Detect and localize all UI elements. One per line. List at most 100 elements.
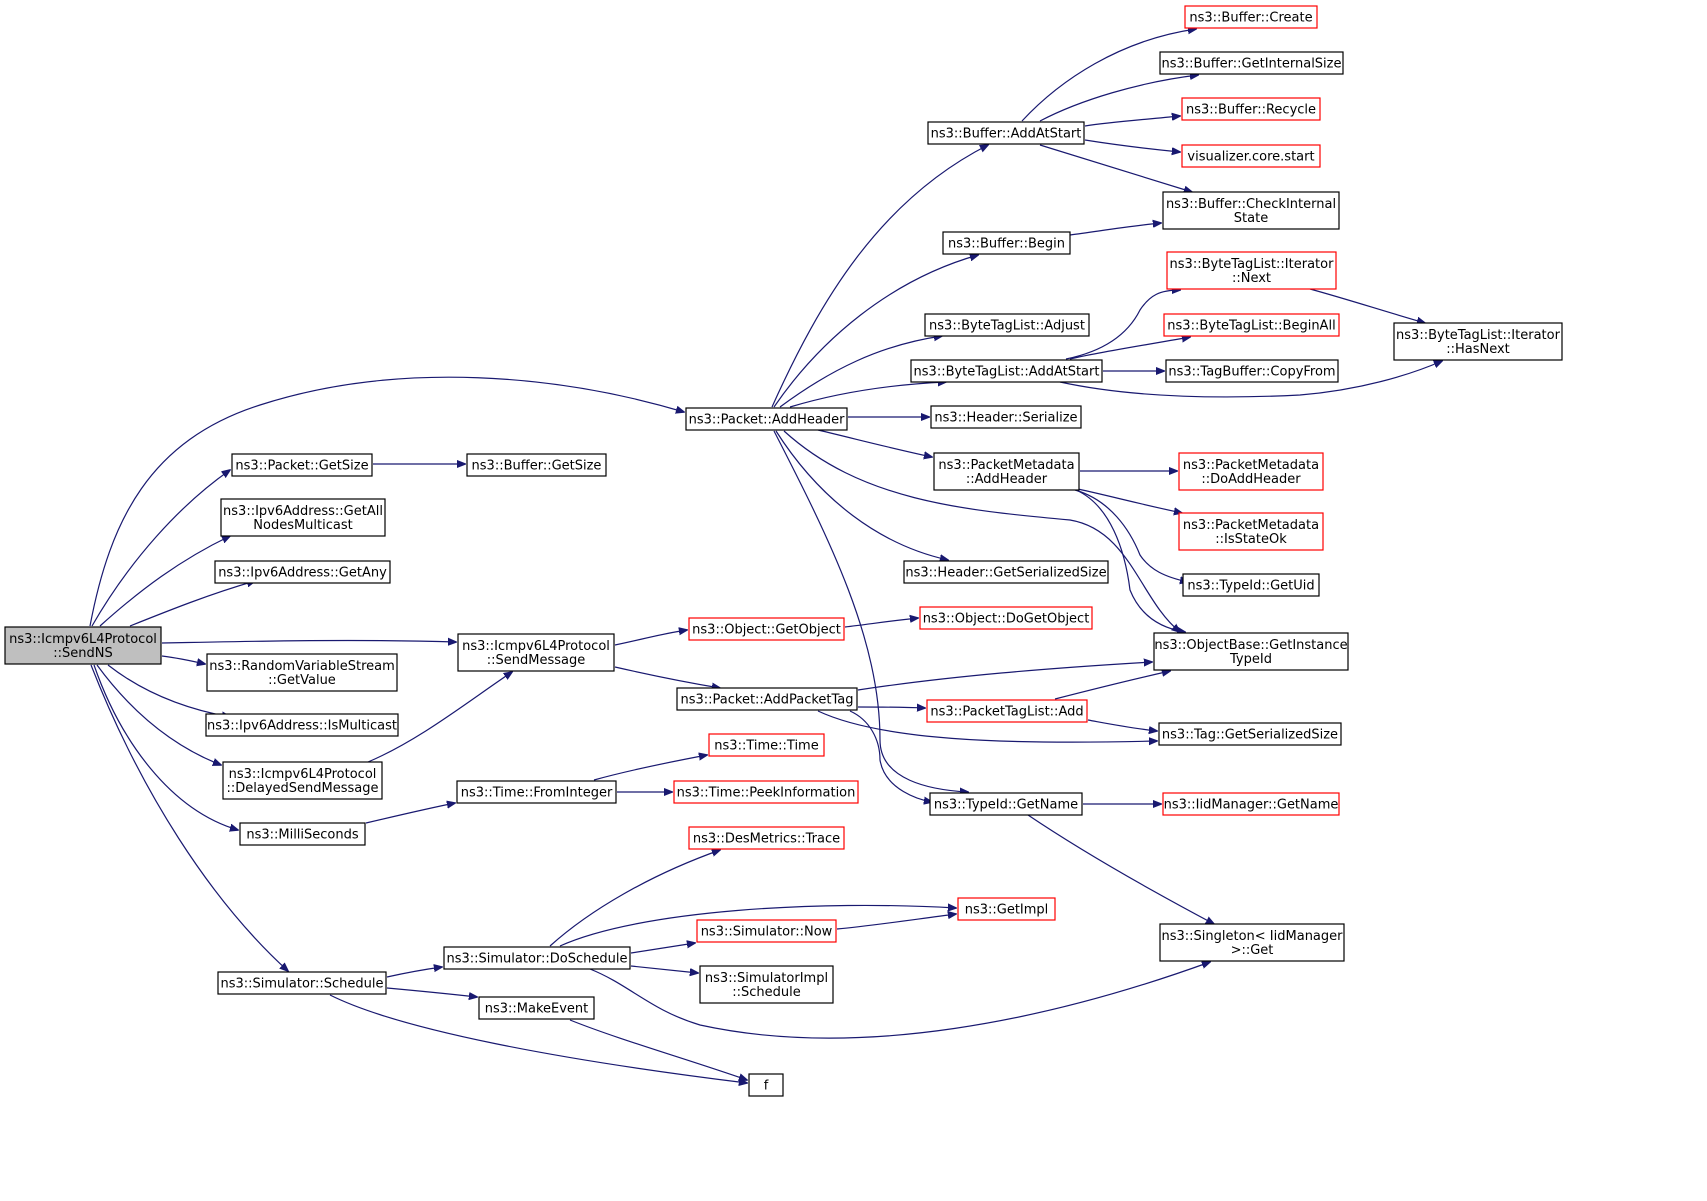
node-root[interactable]: ns3::Icmpv6L4Protocol::SendNS [4, 626, 162, 665]
node-box[interactable] [673, 780, 859, 804]
node-box[interactable] [930, 405, 1082, 429]
node-typeid-getuid[interactable]: ns3::TypeId::GetUid [1182, 573, 1320, 597]
node-iid-getname[interactable]: ns3::IidManager::GetName [1162, 792, 1340, 816]
node-sim-now[interactable]: ns3::Simulator::Now [696, 919, 837, 943]
node-box[interactable] [231, 453, 373, 477]
node-btl-iter-next[interactable]: ns3::ByteTagList::Iterator::Next [1166, 251, 1337, 290]
node-box[interactable] [685, 407, 848, 431]
node-box[interactable] [220, 498, 386, 537]
node-simimpl-schedule[interactable]: ns3::SimulatorImpl::Schedule [699, 965, 834, 1004]
node-buf-internalsize[interactable]: ns3::Buffer::GetInternalSize [1159, 51, 1344, 75]
node-box[interactable] [4, 626, 162, 665]
node-tag-getsersize[interactable]: ns3::Tag::GetSerializedSize [1158, 722, 1342, 746]
node-box[interactable] [1159, 923, 1345, 962]
node-time-frominteger[interactable]: ns3::Time::FromInteger [456, 780, 617, 804]
node-pm-doaddheader[interactable]: ns3::PacketMetadata::DoAddHeader [1178, 452, 1324, 491]
node-typeid-getname[interactable]: ns3::TypeId::GetName [929, 792, 1083, 816]
node-box[interactable] [1181, 144, 1321, 168]
node-buf-begin[interactable]: ns3::Buffer::Begin [942, 231, 1071, 255]
node-milliseconds[interactable]: ns3::MilliSeconds [239, 822, 366, 846]
node-getimpl[interactable]: ns3::GetImpl [957, 897, 1056, 921]
node-box[interactable] [699, 965, 834, 1004]
node-box[interactable] [676, 687, 858, 711]
node-box[interactable] [1162, 191, 1340, 230]
node-ptl-add[interactable]: ns3::PacketTagList::Add [926, 699, 1088, 723]
node-box[interactable] [443, 946, 631, 970]
node-btl-addatstart[interactable]: ns3::ByteTagList::AddAtStart [910, 359, 1103, 383]
node-sim-doschedule[interactable]: ns3::Simulator::DoSchedule [443, 946, 631, 970]
node-box[interactable] [919, 606, 1093, 630]
node-obj-getobject[interactable]: ns3::Object::GetObject [688, 617, 845, 641]
node-box[interactable] [1178, 512, 1324, 551]
node-box[interactable] [933, 452, 1080, 491]
node-pm-addheader[interactable]: ns3::PacketMetadata::AddHeader [933, 452, 1080, 491]
node-f[interactable]: f [748, 1073, 784, 1097]
node-box[interactable] [1182, 573, 1320, 597]
node-box[interactable] [910, 359, 1103, 383]
node-btl-beginall[interactable]: ns3::ByteTagList::BeginAll [1163, 313, 1340, 337]
node-box[interactable] [942, 231, 1071, 255]
node-box[interactable] [1163, 313, 1340, 337]
node-tagbuf-copyfrom[interactable]: ns3::TagBuffer::CopyFrom [1165, 359, 1339, 383]
node-obj-dogetobject[interactable]: ns3::Object::DoGetObject [919, 606, 1093, 630]
node-box[interactable] [205, 713, 399, 737]
node-box[interactable] [929, 792, 1083, 816]
node-box[interactable] [1165, 359, 1339, 383]
node-box[interactable] [927, 121, 1085, 145]
node-box[interactable] [214, 560, 391, 584]
node-box[interactable] [1162, 792, 1340, 816]
node-box[interactable] [1158, 722, 1342, 746]
node-box[interactable] [478, 996, 595, 1020]
node-box[interactable] [924, 313, 1090, 337]
node-box[interactable] [688, 826, 845, 850]
node-btl-iter-hasnext[interactable]: ns3::ByteTagList::Iterator::HasNext [1393, 322, 1563, 361]
node-time-peekinfo[interactable]: ns3::Time::PeekInformation [673, 780, 859, 804]
node-box[interactable] [1181, 97, 1321, 121]
node-box[interactable] [206, 653, 398, 692]
node-box[interactable] [457, 633, 615, 672]
node-time-time[interactable]: ns3::Time::Time [708, 733, 825, 757]
node-sim-schedule[interactable]: ns3::Simulator::Schedule [217, 971, 387, 995]
node-box[interactable] [748, 1073, 784, 1097]
node-box[interactable] [1159, 51, 1344, 75]
node-box[interactable] [456, 780, 617, 804]
node-pkt-getsize[interactable]: ns3::Packet::GetSize [231, 453, 373, 477]
node-pm-isstateok[interactable]: ns3::PacketMetadata::IsStateOk [1178, 512, 1324, 551]
node-singleton-get[interactable]: ns3::Singleton< IidManager>::Get [1159, 923, 1345, 962]
node-box[interactable] [688, 617, 845, 641]
node-desmetrics-trace[interactable]: ns3::DesMetrics::Trace [688, 826, 845, 850]
node-buf-create[interactable]: ns3::Buffer::Create [1184, 5, 1318, 29]
node-buf-getsize[interactable]: ns3::Buffer::GetSize [466, 453, 607, 477]
node-ipv6-getany[interactable]: ns3::Ipv6Address::GetAny [214, 560, 391, 584]
node-box[interactable] [957, 897, 1056, 921]
node-box[interactable] [217, 971, 387, 995]
node-icmp-sendmsg[interactable]: ns3::Icmpv6L4Protocol::SendMessage [457, 633, 615, 672]
node-box[interactable] [222, 761, 383, 800]
node-box[interactable] [708, 733, 825, 757]
node-rvs-getvalue[interactable]: ns3::RandomVariableStream::GetValue [206, 653, 398, 692]
node-pkt-addheader[interactable]: ns3::Packet::AddHeader [685, 407, 848, 431]
node-box[interactable] [466, 453, 607, 477]
node-box[interactable] [239, 822, 366, 846]
node-vis-start[interactable]: visualizer.core.start [1181, 144, 1321, 168]
node-box[interactable] [1184, 5, 1318, 29]
node-hdr-getsersize[interactable]: ns3::Header::GetSerializedSize [903, 560, 1109, 584]
node-buf-recycle[interactable]: ns3::Buffer::Recycle [1181, 97, 1321, 121]
node-box[interactable] [903, 560, 1109, 584]
node-hdr-serialize[interactable]: ns3::Header::Serialize [930, 405, 1082, 429]
node-buf-addatstart[interactable]: ns3::Buffer::AddAtStart [927, 121, 1085, 145]
node-btl-adjust[interactable]: ns3::ByteTagList::Adjust [924, 313, 1090, 337]
node-pkt-addpackettag[interactable]: ns3::Packet::AddPacketTag [676, 687, 858, 711]
node-box[interactable] [1178, 452, 1324, 491]
node-ipv6-ismulticast[interactable]: ns3::Ipv6Address::IsMulticast [205, 713, 399, 737]
node-box[interactable] [1153, 632, 1349, 671]
node-box[interactable] [696, 919, 837, 943]
node-box[interactable] [1166, 251, 1337, 290]
node-makeevent[interactable]: ns3::MakeEvent [478, 996, 595, 1020]
node-box[interactable] [926, 699, 1088, 723]
node-icmp-delayed[interactable]: ns3::Icmpv6L4Protocol::DelayedSendMessag… [222, 761, 383, 800]
node-box[interactable] [1393, 322, 1563, 361]
